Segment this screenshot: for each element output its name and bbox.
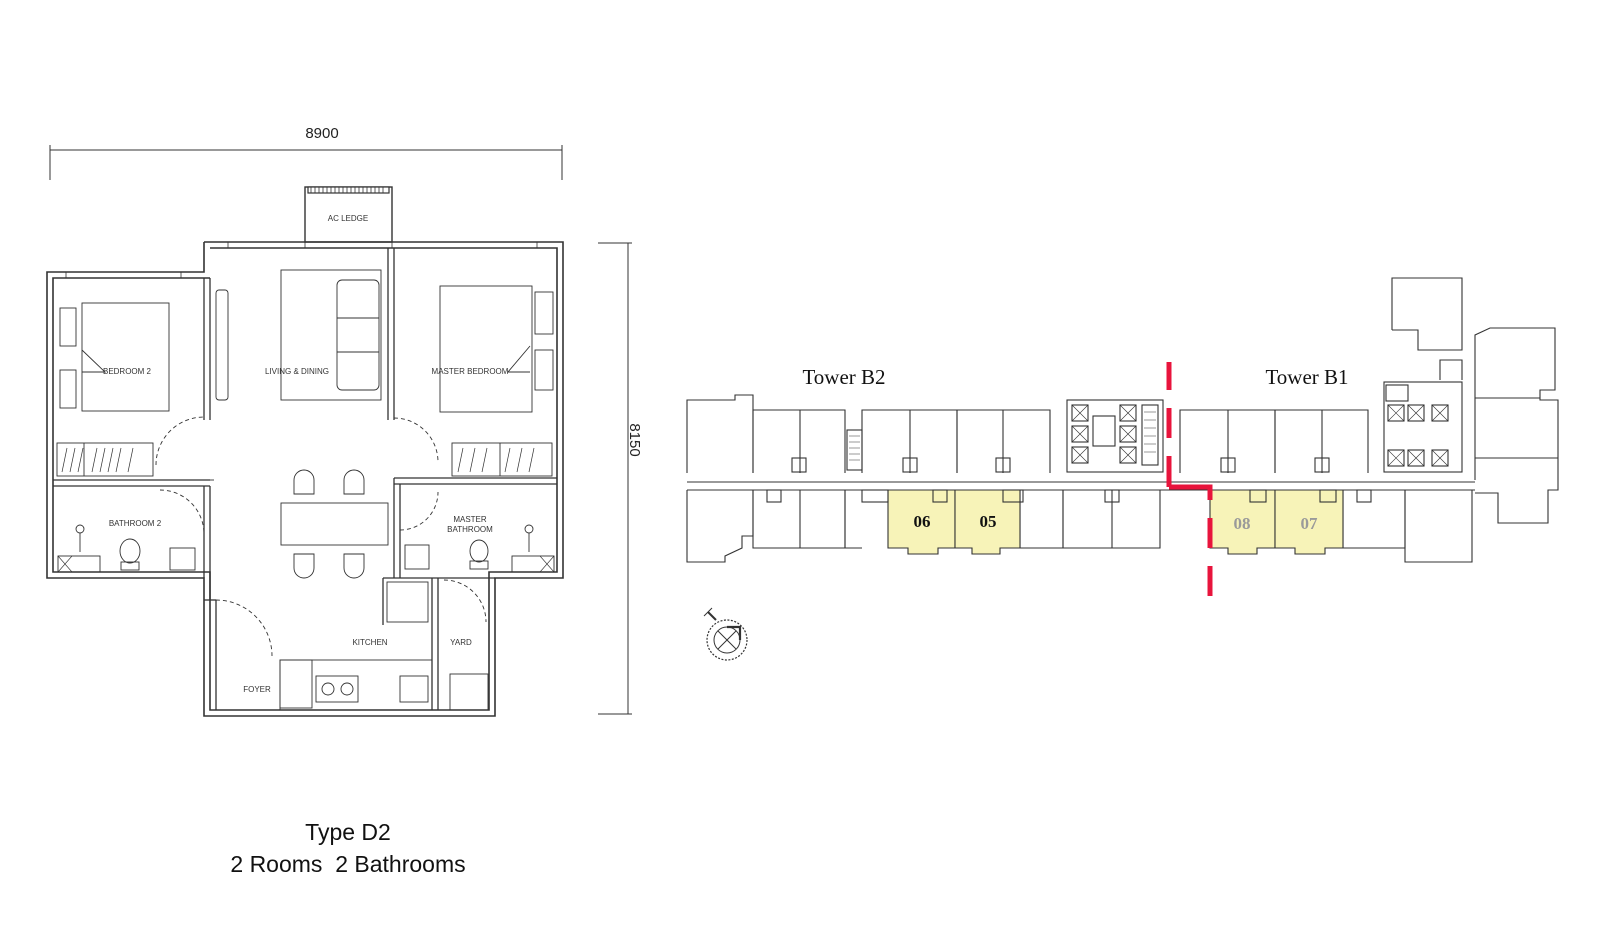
kitchen-label: KITCHEN xyxy=(352,638,387,647)
unit-08-label: 08 xyxy=(1234,514,1251,533)
bathroom-2-label: BATHROOM 2 xyxy=(109,519,162,528)
master-bedroom-furniture xyxy=(393,285,554,477)
unit-type-label: Type D2 xyxy=(305,819,391,845)
master-bathroom-label-line2: BATHROOM xyxy=(447,525,493,534)
floor-plan: 8900 8150 AC LEDGE xyxy=(46,125,643,717)
tower-b1-upper-units xyxy=(1179,277,1559,524)
rooms-summary-label: 2 Rooms 2 Bathrooms xyxy=(230,851,466,877)
highlighted-units xyxy=(861,489,1344,555)
ac-ledge-label: AC LEDGE xyxy=(328,214,368,223)
unit-05-label: 05 xyxy=(980,512,997,531)
central-core xyxy=(1066,399,1164,473)
tower-b2-upper-units xyxy=(686,394,1051,473)
bedroom-2-furniture xyxy=(56,302,205,477)
master-bathroom-label-line1: MASTER xyxy=(453,515,487,524)
bedroom-2-label: BEDROOM 2 xyxy=(103,367,152,376)
bathroom-2-fixtures xyxy=(57,489,205,573)
outer-walls xyxy=(46,241,564,717)
tower-divider xyxy=(1166,362,1213,596)
width-dimension-label: 8900 xyxy=(305,125,338,142)
compass-icon xyxy=(703,607,748,661)
ac-ledge xyxy=(304,186,393,243)
lower-units xyxy=(686,489,1473,563)
unit-07-shape[interactable] xyxy=(1274,489,1344,555)
master-bathroom-fixtures xyxy=(399,491,555,573)
living-dining-furniture xyxy=(210,269,389,579)
yard-label: YARD xyxy=(450,638,472,647)
width-dimension-line xyxy=(49,145,563,180)
unit-06-label: 06 xyxy=(914,512,931,531)
key-plan: Tower B2 Tower B1 xyxy=(686,277,1559,661)
height-dimension-label: 8150 xyxy=(626,423,643,456)
top-windows xyxy=(65,241,538,279)
tower-b2-label: Tower B2 xyxy=(802,365,885,389)
tower-b1-label: Tower B1 xyxy=(1265,365,1348,389)
unit-07-label: 07 xyxy=(1301,514,1319,533)
corridor xyxy=(687,481,1475,491)
yard-fixtures xyxy=(443,579,489,711)
unit-05-shape[interactable] xyxy=(954,489,1021,555)
kitchen-fixtures xyxy=(215,581,433,711)
living-dining-label: LIVING & DINING xyxy=(265,367,329,376)
interior-walls xyxy=(53,248,557,710)
foyer-label: FOYER xyxy=(243,685,271,694)
master-bedroom-label: MASTER BEDROOM xyxy=(432,367,509,376)
height-dimension-line xyxy=(598,242,632,715)
